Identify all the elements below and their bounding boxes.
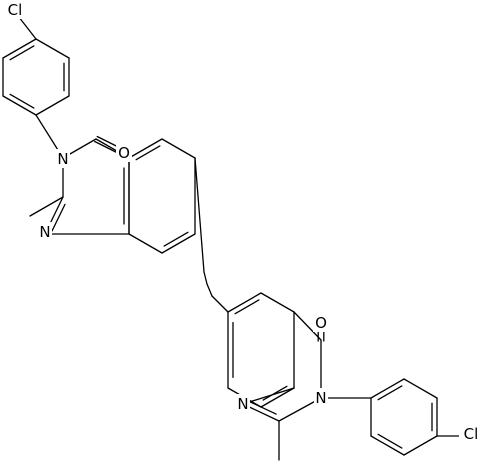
single-bond — [403, 435, 438, 456]
atom-label-o-top: O — [118, 144, 130, 162]
single-bond — [293, 311, 322, 341]
atom-labels-layer: Cl O N N O N N Cl — [4, 1, 483, 443]
double-bond-inner — [135, 145, 161, 161]
atom-label-n1-top: N — [39, 223, 50, 241]
double-bond-outer — [161, 233, 196, 254]
double-bond-inner — [377, 385, 403, 401]
single-bond — [35, 95, 70, 116]
double-bond-outer — [370, 378, 405, 399]
single-bond — [194, 157, 205, 273]
double-bond-outer — [2, 95, 37, 116]
single-bond — [128, 233, 163, 254]
double-bond-outer — [370, 435, 405, 456]
single-bond — [203, 271, 208, 285]
atom-label-cl-top: Cl — [8, 1, 23, 19]
single-bond — [161, 138, 196, 159]
single-bond — [403, 378, 438, 399]
single-bond — [260, 292, 295, 313]
double-bond-inner — [51, 203, 66, 232]
atom-label-cl-bottom: Cl — [464, 425, 479, 443]
atom-label-n3-top: N — [57, 150, 68, 168]
double-bond-outer — [260, 387, 295, 408]
double-bond-outer — [128, 138, 163, 159]
single-bond — [206, 283, 213, 297]
atom-label-n1-bottom: N — [237, 395, 248, 413]
atom-label-n3-bottom: N — [315, 389, 326, 407]
single-bond — [242, 387, 295, 405]
double-bond-inner — [163, 231, 189, 247]
single-bond — [35, 38, 70, 59]
double-bond-inner — [249, 401, 277, 415]
double-bond-outer — [2, 38, 37, 59]
double-bond-inner — [262, 385, 288, 401]
double-bond-inner — [234, 299, 260, 315]
double-bond-inner — [9, 93, 35, 109]
double-bond-inner — [377, 433, 403, 449]
single-bond — [29, 196, 64, 217]
double-bond-outer — [227, 292, 262, 313]
single-bond — [211, 295, 229, 313]
double-bond-inner — [9, 45, 35, 61]
atom-label-o-bottom: O — [315, 314, 327, 332]
bonds-layer — [2, 11, 462, 461]
